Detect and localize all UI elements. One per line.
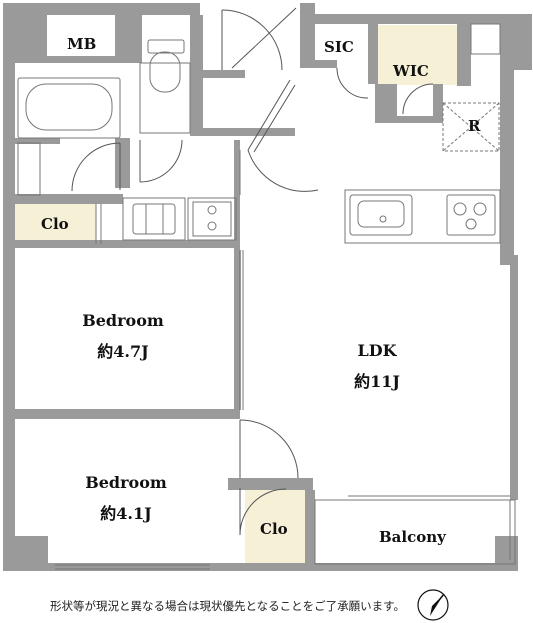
room-label-ldk: LDK bbox=[357, 341, 397, 360]
room-size-bedroom-1: 約4.7J bbox=[97, 342, 149, 361]
room-label-clo-upper: Clo bbox=[41, 215, 69, 233]
room-label-mb: MB bbox=[67, 35, 97, 53]
refrigerator-label: R bbox=[468, 117, 481, 135]
room-label-wic: WIC bbox=[393, 62, 429, 80]
room-label-balcony: Balcony bbox=[379, 528, 446, 546]
disclaimer-note: 形状等が現況と異なる場合は現状優先となることをご了承願います。 bbox=[50, 599, 406, 613]
walls bbox=[3, 3, 532, 571]
closet-floors bbox=[14, 25, 460, 565]
door-swings bbox=[71, 7, 434, 536]
room-size-ldk: 約11J bbox=[354, 372, 400, 391]
room-size-bedroom-2: 約4.1J bbox=[100, 504, 152, 523]
room-label-clo-lower: Clo bbox=[260, 520, 288, 538]
room-label-sic: SIC bbox=[324, 38, 354, 56]
north-arrow-icon bbox=[417, 589, 449, 621]
fixtures-outline bbox=[17, 23, 516, 570]
room-label-bedroom-2: Bedroom bbox=[85, 473, 167, 492]
room-label-bedroom-1: Bedroom bbox=[82, 311, 164, 330]
